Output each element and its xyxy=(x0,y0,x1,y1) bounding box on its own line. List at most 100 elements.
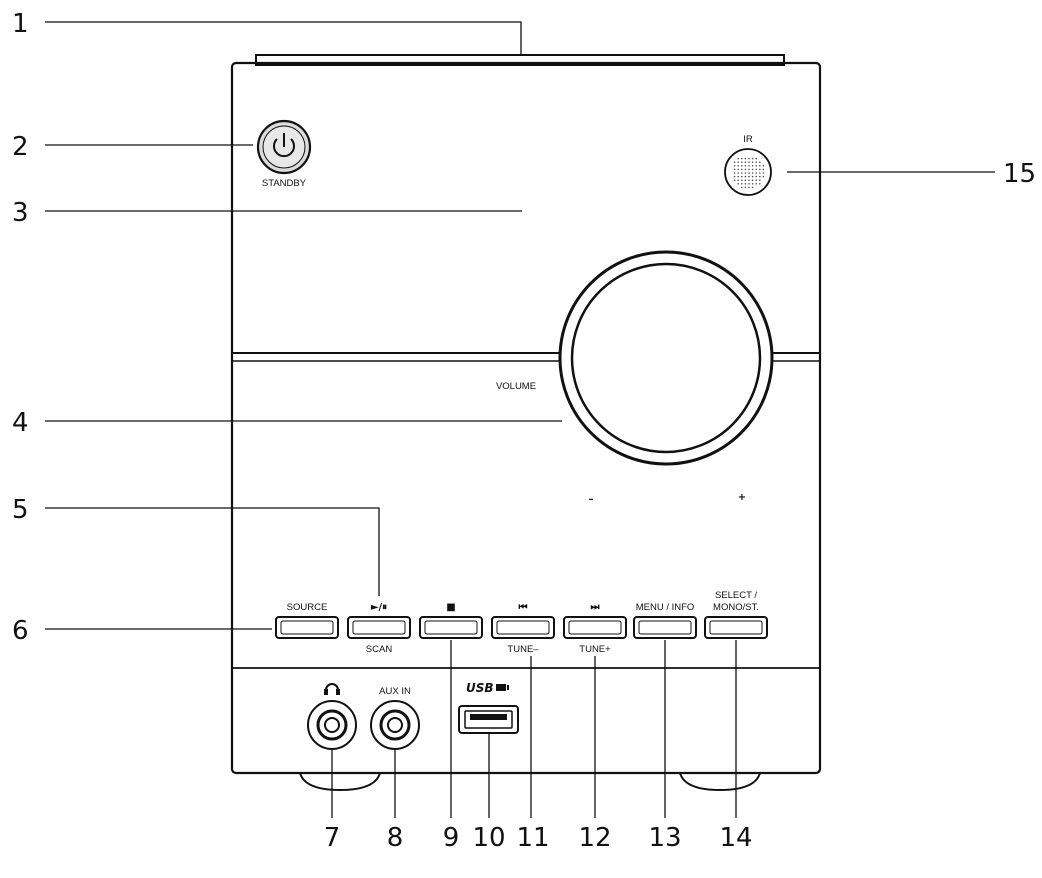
callout-6: 6 xyxy=(12,616,29,646)
ir-dot xyxy=(755,179,757,181)
callout-12: 12 xyxy=(578,823,611,853)
device-body xyxy=(230,61,822,792)
headphone-icon xyxy=(324,683,340,695)
ir-dot xyxy=(744,161,747,163)
ir-dot xyxy=(737,165,739,167)
ir-dot xyxy=(744,165,747,167)
volume-label: VOLUME xyxy=(496,381,536,392)
ir-dot xyxy=(744,168,747,171)
ir-dot xyxy=(751,168,754,171)
ir-dot xyxy=(733,161,736,163)
usb-label: USB xyxy=(466,681,494,695)
ir-dot xyxy=(755,157,757,160)
stop-label: ■ xyxy=(446,602,455,613)
callout-8: 8 xyxy=(387,823,404,853)
select-button[interactable] xyxy=(704,616,768,639)
ir-dot xyxy=(751,186,754,189)
ir-dot xyxy=(748,172,750,174)
callout-5: 5 xyxy=(12,495,29,525)
callout-4: 4 xyxy=(12,408,29,438)
ir-sensor-icon xyxy=(724,148,772,196)
usb-logo-icon: USB xyxy=(466,681,509,695)
ir-dot xyxy=(751,161,754,163)
ir-dot xyxy=(748,168,750,171)
play-pause-label: ►/⏸ xyxy=(371,602,387,613)
ir-dot xyxy=(741,172,743,174)
ir-dot xyxy=(748,161,750,163)
prev-button[interactable] xyxy=(491,616,555,639)
ir-dot xyxy=(744,179,747,181)
callout-9: 9 xyxy=(443,823,460,853)
ir-dot xyxy=(748,165,750,167)
ir-dot xyxy=(755,183,757,185)
ir-dot xyxy=(755,165,757,167)
ir-dot xyxy=(759,175,761,178)
ir-dot xyxy=(748,183,750,185)
headphone-jack[interactable] xyxy=(307,700,357,750)
ir-dot xyxy=(744,157,747,160)
leader-5 xyxy=(45,507,380,596)
aux-in-jack[interactable] xyxy=(370,700,420,750)
ir-dot xyxy=(751,165,754,167)
callout-7: 7 xyxy=(324,823,341,853)
stop-button[interactable] xyxy=(419,616,483,639)
source-label: SOURCE xyxy=(287,602,328,613)
tune-plus-label: TUNE+ xyxy=(579,644,611,655)
ir-dot xyxy=(759,172,761,174)
scan-label: SCAN xyxy=(366,644,393,655)
ir-dot xyxy=(748,175,750,178)
ir-dot xyxy=(744,183,747,185)
ir-dot xyxy=(733,165,736,167)
ir-dot xyxy=(737,179,739,181)
ir-dot xyxy=(737,157,739,160)
ir-dot xyxy=(733,179,736,181)
power-icon xyxy=(273,133,295,158)
ir-dot xyxy=(741,161,743,163)
ir-dot xyxy=(737,175,739,178)
ir-dot xyxy=(755,172,757,174)
next-button[interactable] xyxy=(563,616,627,639)
volume-plus-label: + xyxy=(738,492,746,503)
ir-dot xyxy=(748,157,750,160)
standby-button[interactable] xyxy=(256,119,312,175)
standby-label: STANDBY xyxy=(262,178,307,189)
callout-2: 2 xyxy=(12,132,29,162)
source-button[interactable] xyxy=(275,616,339,639)
callout-14: 14 xyxy=(719,823,752,853)
ir-dot xyxy=(737,168,739,171)
ir-dot xyxy=(741,157,743,160)
callout-13: 13 xyxy=(648,823,681,853)
menu-info-label: MENU / INFO xyxy=(636,602,695,613)
tune-minus-label: TUNE– xyxy=(507,644,539,655)
select-label: SELECT / xyxy=(715,590,757,601)
ir-dot xyxy=(741,168,743,171)
ir-dot xyxy=(741,179,743,181)
ir-dot xyxy=(741,165,743,167)
usb-port[interactable] xyxy=(458,705,519,734)
ir-dot xyxy=(759,165,761,167)
volume-knob[interactable] xyxy=(558,250,774,466)
ir-dot xyxy=(737,161,739,163)
leader-lines xyxy=(45,21,995,818)
ir-dot xyxy=(733,168,736,171)
ir-dot xyxy=(751,183,754,185)
volume-minus-label: – xyxy=(589,494,594,505)
ir-dot xyxy=(762,165,765,167)
ir-dot xyxy=(744,175,747,178)
callout-10: 10 xyxy=(472,823,505,853)
ir-dot xyxy=(755,161,757,163)
ir-dot xyxy=(744,172,747,174)
button-row xyxy=(275,616,768,639)
ir-dot xyxy=(762,175,765,178)
ir-dot xyxy=(741,186,743,189)
leader-1 xyxy=(45,21,522,55)
next-label: ⏭ xyxy=(591,602,600,613)
play-pause-button[interactable] xyxy=(347,616,411,639)
top-slot xyxy=(255,54,785,66)
callout-11: 11 xyxy=(516,823,549,853)
ir-dot xyxy=(751,172,754,174)
prev-label: ⏮ xyxy=(519,602,528,613)
menu-info-button[interactable] xyxy=(633,616,697,639)
callout-1: 1 xyxy=(12,9,29,39)
